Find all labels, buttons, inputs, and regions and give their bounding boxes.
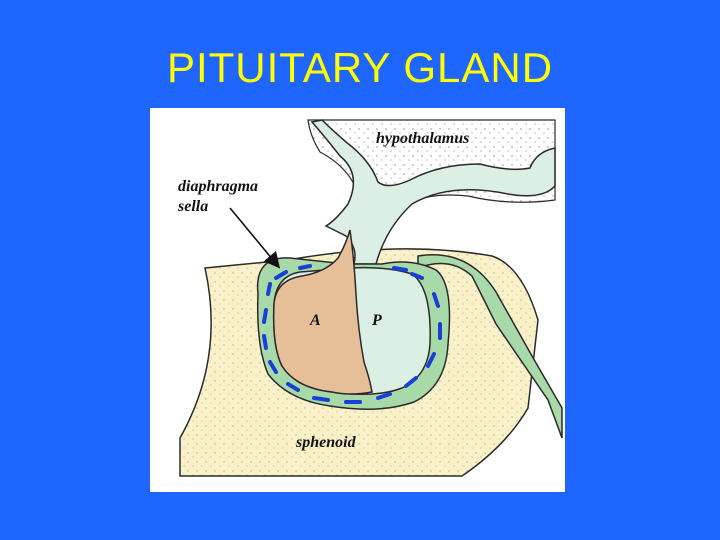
anterior-lobe <box>272 229 373 395</box>
label-anterior-lobe: A <box>310 312 321 329</box>
pituitary-diagram: hypothalamus diaphragma sella A P spheno… <box>150 108 565 492</box>
capsule-vessels <box>262 264 442 404</box>
slide-title: PITUITARY GLAND <box>166 44 554 91</box>
label-sella: sella <box>178 198 209 215</box>
dura-strip <box>417 254 563 439</box>
diagram-svg <box>179 119 563 477</box>
label-diaphragma: diaphragma <box>178 178 259 195</box>
label-posterior-lobe: P <box>372 312 382 329</box>
pituitary-stalk <box>310 119 556 265</box>
label-sphenoid: sphenoid <box>296 434 356 451</box>
diaphragma-pointer <box>229 207 281 269</box>
label-hypothalamus: hypothalamus <box>376 130 470 147</box>
